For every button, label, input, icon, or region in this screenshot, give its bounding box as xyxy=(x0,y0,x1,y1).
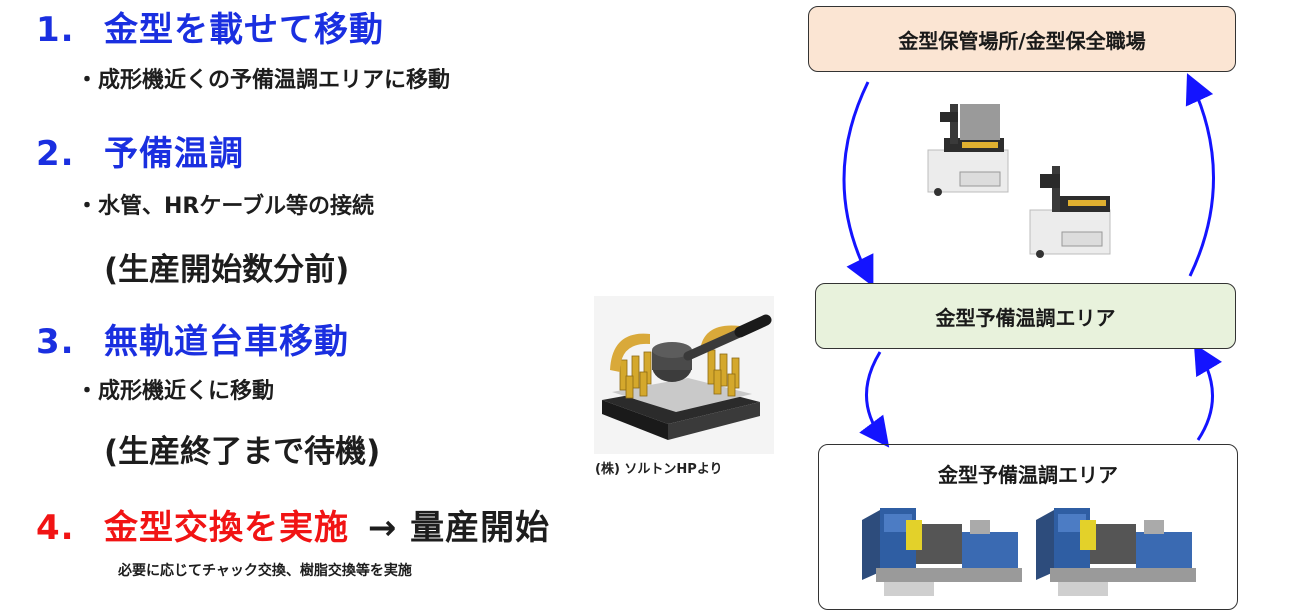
step-1-title: 1.金型を載せて移動 xyxy=(36,10,384,50)
storage-area-box: 金型保管場所/金型保全職場 xyxy=(808,6,1236,72)
molding-area-label: 金型予備温調エリア xyxy=(938,463,1118,487)
cart-image-1 xyxy=(927,104,1009,196)
step-3-detail: ・成形機近くに移動 xyxy=(76,379,275,404)
storage-area-label: 金型保管場所/金型保全職場 xyxy=(898,28,1146,53)
molding-machine-image-1 xyxy=(862,508,1022,596)
molding-machine-image-2 xyxy=(1036,508,1196,596)
step-4-note: 必要に応じてチャック交換、樹脂交換等を実施 xyxy=(118,563,412,579)
step-3-title: 3.無軌道台車移動 xyxy=(36,322,349,362)
step-2-title: 2.予備温調 xyxy=(36,134,244,174)
arrow-middle-to-bottom xyxy=(859,351,890,448)
image-credit: (株) ソルトンHPより xyxy=(595,462,723,477)
arrow-middle-to-top xyxy=(1185,73,1215,277)
molding-area-box: 金型予備温調エリア xyxy=(818,444,1238,610)
arrow-bottom-to-middle xyxy=(1193,343,1223,441)
quick-coupler-image xyxy=(594,296,774,454)
preheat-area-box: 金型予備温調エリア xyxy=(815,283,1236,349)
step-4-title: 4.金型交換を実施 → 量産開始 xyxy=(36,508,551,548)
step-2-timing: (生産開始数分前) xyxy=(104,252,350,288)
step-1-detail: ・成形機近くの予備温調エリアに移動 xyxy=(76,68,451,93)
step-2-detail: ・水管、HRケーブル等の接続 xyxy=(76,194,375,219)
arrow-top-to-middle xyxy=(842,81,874,287)
cart-image-2 xyxy=(1029,166,1111,258)
preheat-area-label: 金型予備温調エリア xyxy=(935,305,1116,330)
step-3-timing: (生産終了まで待機) xyxy=(104,434,381,470)
